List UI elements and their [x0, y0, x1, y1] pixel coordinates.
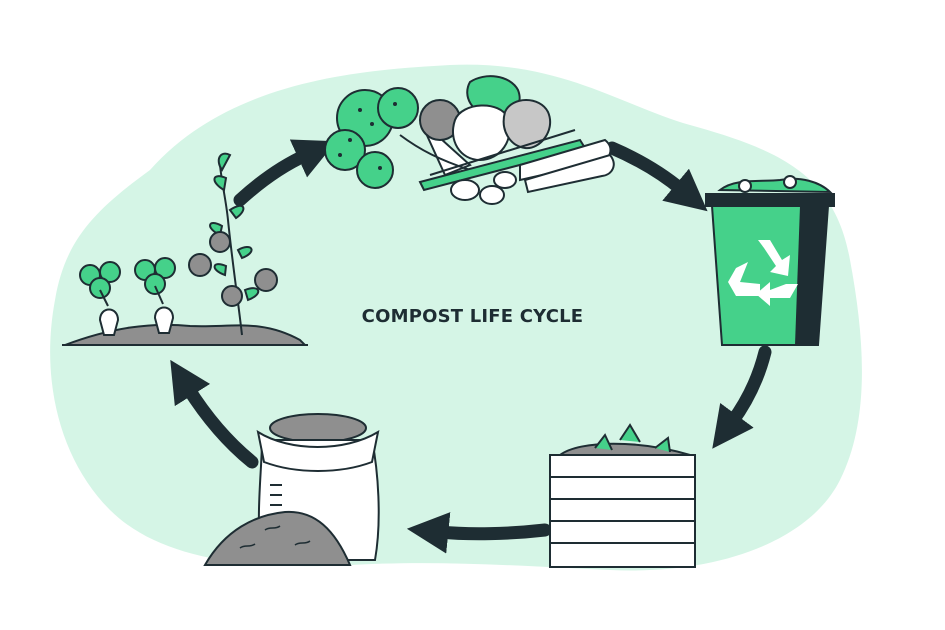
arrow-compost-to-sack: [406, 512, 552, 554]
compost-sack-icon: [203, 413, 380, 566]
plants-icon: [62, 152, 308, 346]
arrow-bin-to-compost: [712, 345, 772, 449]
arrow-plants-to-vegetables: [233, 139, 337, 207]
recycle-symbol-icon: [728, 240, 798, 306]
diagram-title: COMPOST LIFE CYCLE: [361, 306, 584, 327]
arrow-vegetables-to-bin: [605, 141, 708, 212]
vegetables-icon: [324, 75, 615, 205]
compost-bin-icon: [549, 423, 696, 568]
recycle-bin-icon: [705, 175, 835, 346]
arrow-sack-to-plants: [170, 359, 259, 469]
